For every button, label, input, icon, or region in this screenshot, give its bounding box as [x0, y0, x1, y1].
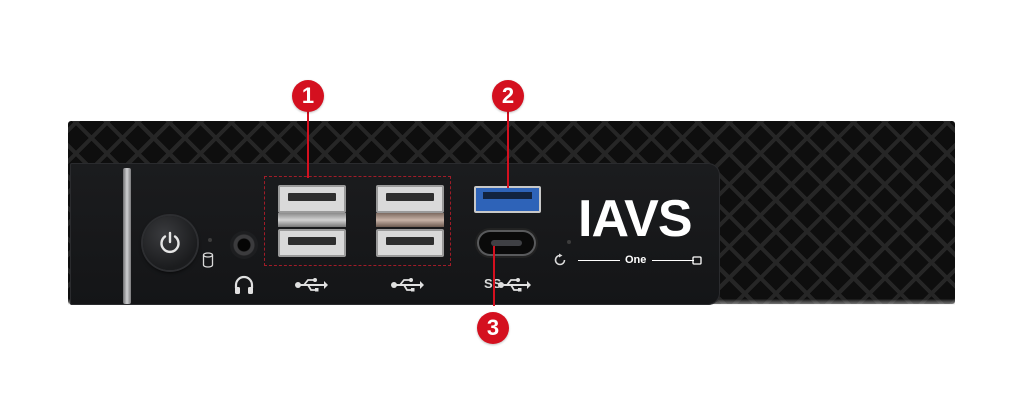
usb-group-highlight — [264, 176, 451, 266]
usb-a-port[interactable] — [376, 229, 444, 257]
callout-badge-1: 1 — [292, 80, 324, 112]
usb-3-port[interactable] — [474, 186, 541, 213]
usb-stack-left — [278, 183, 346, 261]
headphone-icon — [234, 275, 254, 294]
callout-badge-2: 2 — [492, 80, 524, 112]
usb-a-port[interactable] — [278, 229, 346, 257]
model-line-left — [578, 260, 620, 261]
callout-badge-3: 3 — [477, 312, 509, 344]
audio-jack[interactable] — [230, 231, 258, 259]
front-panel-accent-strip — [123, 168, 131, 304]
model-line-right — [652, 260, 694, 261]
usb-icon — [498, 278, 531, 292]
model-lockup: One — [578, 254, 702, 268]
sleep-icon — [554, 253, 566, 266]
usb-port-divider — [376, 213, 444, 227]
power-button[interactable] — [143, 216, 197, 270]
superspeed-label: SS — [484, 276, 501, 291]
callout-leader-1 — [307, 108, 309, 178]
usb-port-divider — [278, 213, 346, 227]
callout-leader-2 — [507, 108, 509, 188]
callout-leader-3 — [493, 246, 495, 306]
power-icon — [160, 231, 180, 254]
usb-a-port[interactable] — [376, 185, 444, 213]
brand-logo: IAVS — [578, 190, 693, 248]
power-led — [208, 238, 212, 242]
hdd-activity-icon — [202, 252, 214, 268]
cable-plug-icon — [692, 256, 702, 265]
model-name: One — [625, 254, 647, 266]
usb-a-port[interactable] — [278, 185, 346, 213]
status-led — [567, 240, 571, 244]
usb-icon — [295, 278, 328, 292]
usb-c-port[interactable] — [479, 232, 534, 254]
usb-stack-right — [376, 183, 444, 261]
usb-icon — [391, 278, 424, 292]
